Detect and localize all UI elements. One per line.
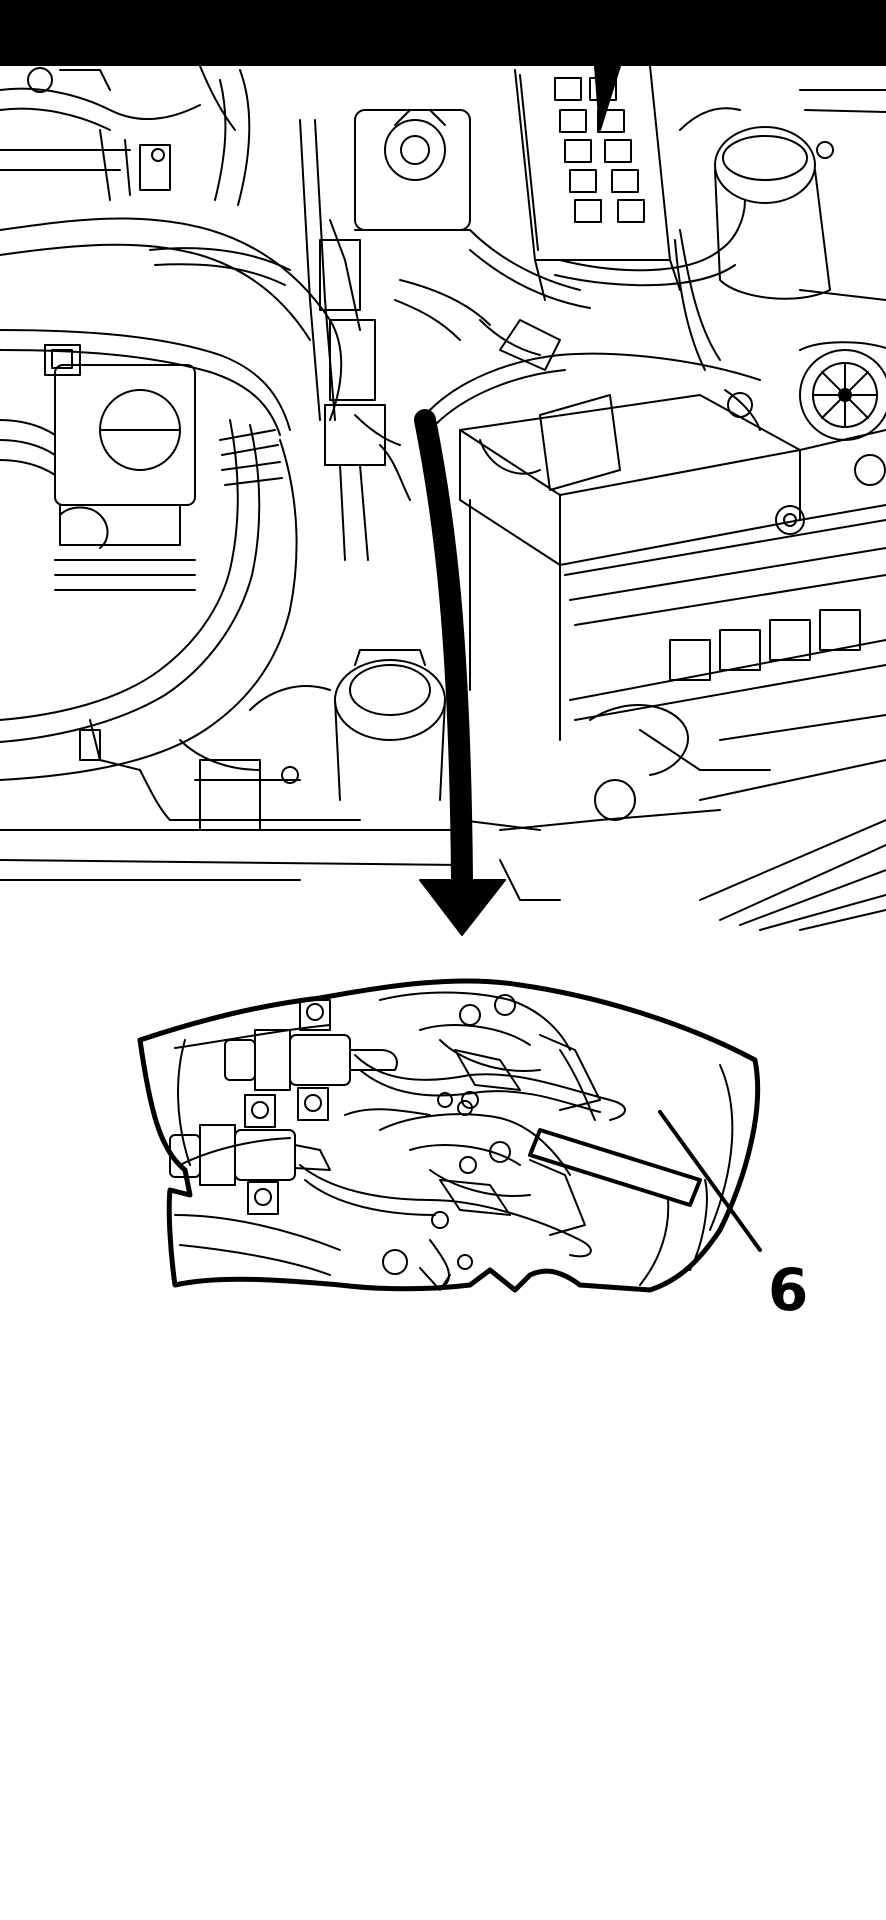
throttle-body-detail: [137, 978, 761, 1293]
top-bar: [0, 0, 886, 66]
pointer-arrow: [414, 409, 506, 936]
callout-6-leader: [658, 1110, 762, 1252]
engine-bay-diagram: 6: [0, 66, 886, 1920]
callout-label-6: 6: [768, 1256, 808, 1324]
engine-bay-upper: [0, 66, 886, 931]
